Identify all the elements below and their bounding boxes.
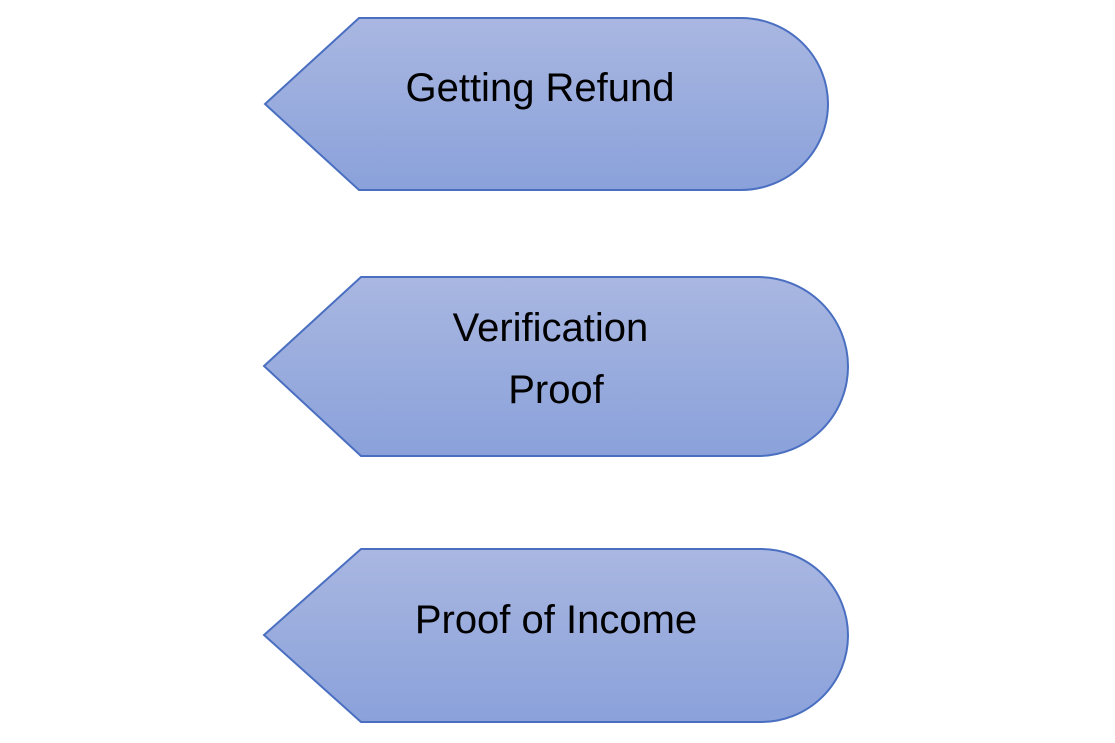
display-shape-getting-refund: Getting Refund <box>263 17 829 191</box>
shape-label-line: Verification <box>453 306 649 350</box>
display-shape-verification-proof: Verification Proof <box>262 276 849 457</box>
shape-label: Proof of Income <box>415 598 697 642</box>
shape-label: Getting Refund <box>405 66 674 110</box>
shape-label-line: Proof <box>508 368 604 412</box>
shape-label-line: Getting Refund <box>405 66 674 110</box>
display-shape-body <box>262 276 849 457</box>
display-shape-body <box>262 548 849 723</box>
display-shape-body <box>263 17 829 191</box>
shape-label: Verification Proof <box>453 306 660 412</box>
shape-label-line: Proof of Income <box>415 598 697 642</box>
display-shape-proof-of-income: Proof of Income <box>262 548 849 723</box>
